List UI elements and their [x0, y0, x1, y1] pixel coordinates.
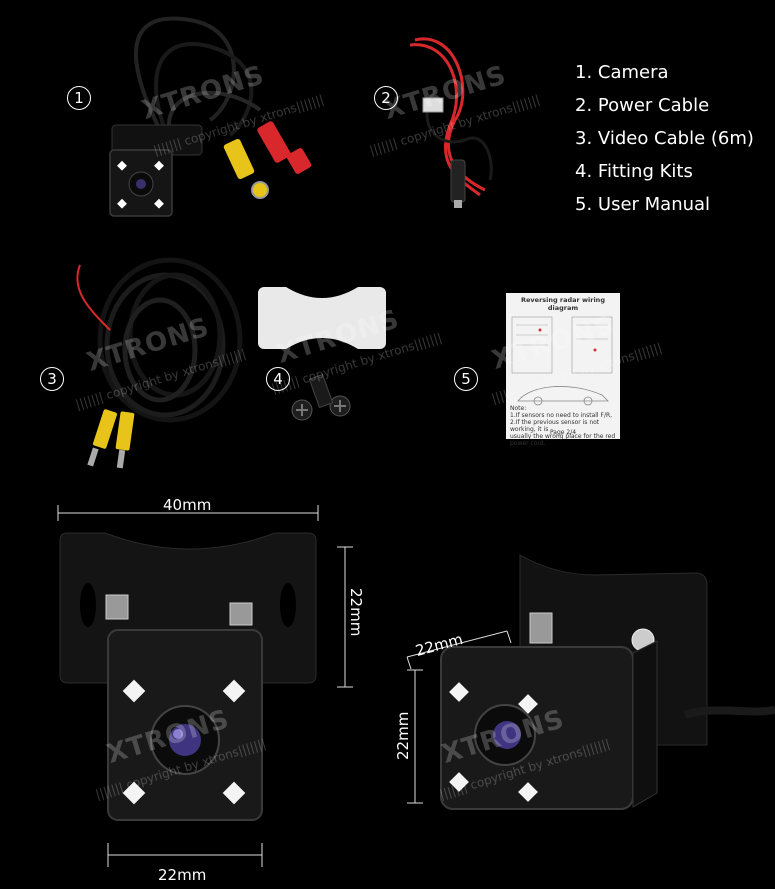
power-cable-image	[409, 37, 493, 208]
manual-note-line: 2.If the previous sensor is not working,…	[510, 419, 600, 433]
camera-front-view-image	[57, 505, 353, 867]
camera-side-view-image	[406, 554, 775, 810]
manual-note-line: 1.If sensors no need to install F/R,	[510, 412, 613, 419]
wiring-diagram-icon	[511, 316, 613, 374]
item-number-1: 1	[67, 86, 91, 110]
dimension-label-width: 40mm	[163, 496, 212, 514]
package-item: 5. User Manual	[575, 194, 711, 215]
package-item: 2. Power Cable	[575, 95, 710, 116]
item-number-4: 4	[266, 367, 290, 391]
dimension-label-height: 22mm	[347, 588, 365, 637]
package-item: 4. Fitting Kits	[575, 161, 693, 182]
package-list: 1. Camera 2. Power Cable 3. Video Cable …	[575, 56, 754, 221]
video-cable-image	[76, 257, 243, 469]
item-number-2: 2	[374, 86, 398, 110]
user-manual-image: Reversing radar wiring diagram Note: 1.I…	[506, 293, 620, 447]
package-item: 1. Camera	[575, 62, 669, 83]
item-number-5: 5	[454, 367, 478, 391]
manual-note-title: Note:	[510, 405, 527, 412]
item-number-3: 3	[40, 367, 64, 391]
manual-note: Note: 1.If sensors no need to install F/…	[510, 405, 616, 447]
screws-image	[291, 373, 351, 421]
dimension-label-bottom: 22mm	[158, 866, 207, 884]
camera-image	[109, 16, 312, 217]
package-item: 3. Video Cable (6m)	[575, 128, 754, 149]
mounting-pad-image	[258, 287, 386, 349]
manual-note-line: usually the wrong place for the red powe…	[510, 433, 616, 447]
manual-page-number: Page 2/4	[549, 429, 577, 436]
manual-title: Reversing radar wiring diagram	[521, 296, 605, 312]
car-outline-icon	[517, 386, 609, 406]
dimension-label-side-height: 22mm	[394, 711, 412, 760]
